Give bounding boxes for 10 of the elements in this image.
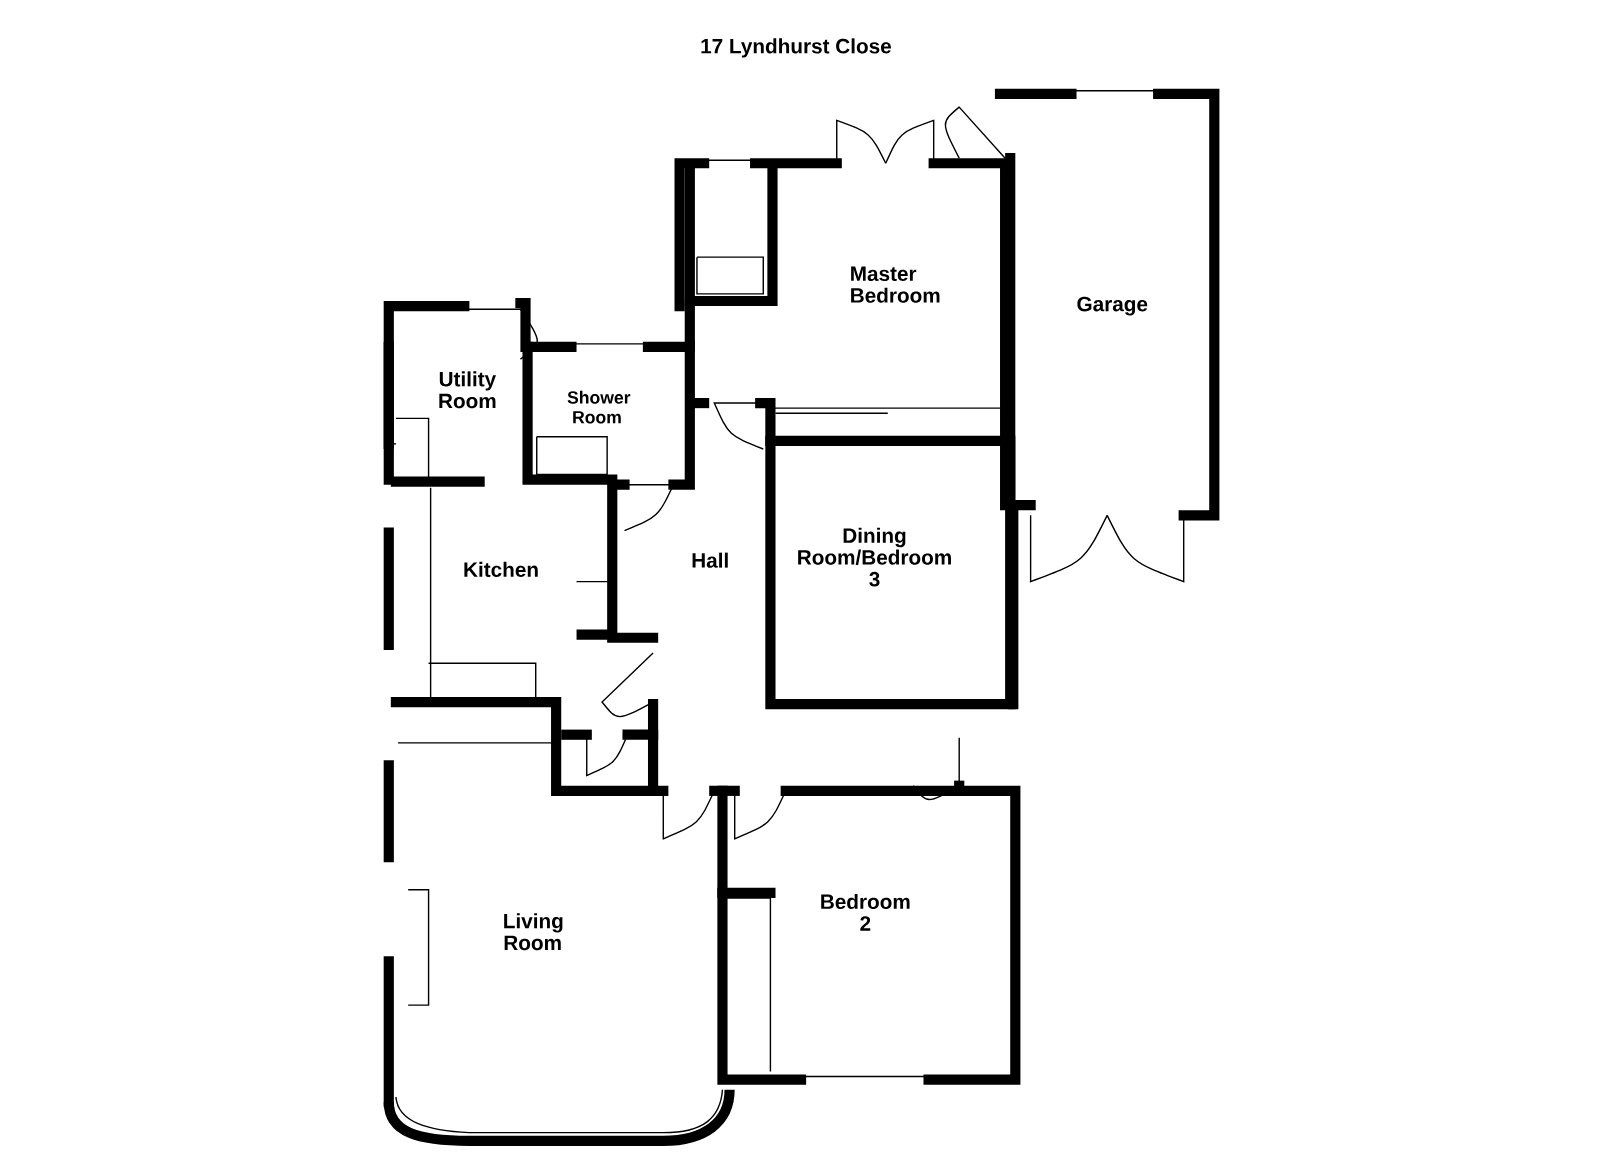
room-label: Master Bedroom — [851, 266, 940, 303]
room-label: Shower Room — [567, 390, 631, 424]
room-label: Utility Room — [439, 371, 497, 409]
title: 17 Lyndhurst Close — [701, 38, 891, 58]
room-label: Bedroom 2 — [821, 893, 910, 931]
room-label: Hall — [692, 552, 728, 568]
room-label: Dining Room/Bedroom 3 — [798, 527, 951, 587]
room-label: Garage — [1077, 296, 1148, 316]
room-label: Living Room — [504, 913, 563, 951]
room-label: Kitchen — [464, 561, 538, 577]
